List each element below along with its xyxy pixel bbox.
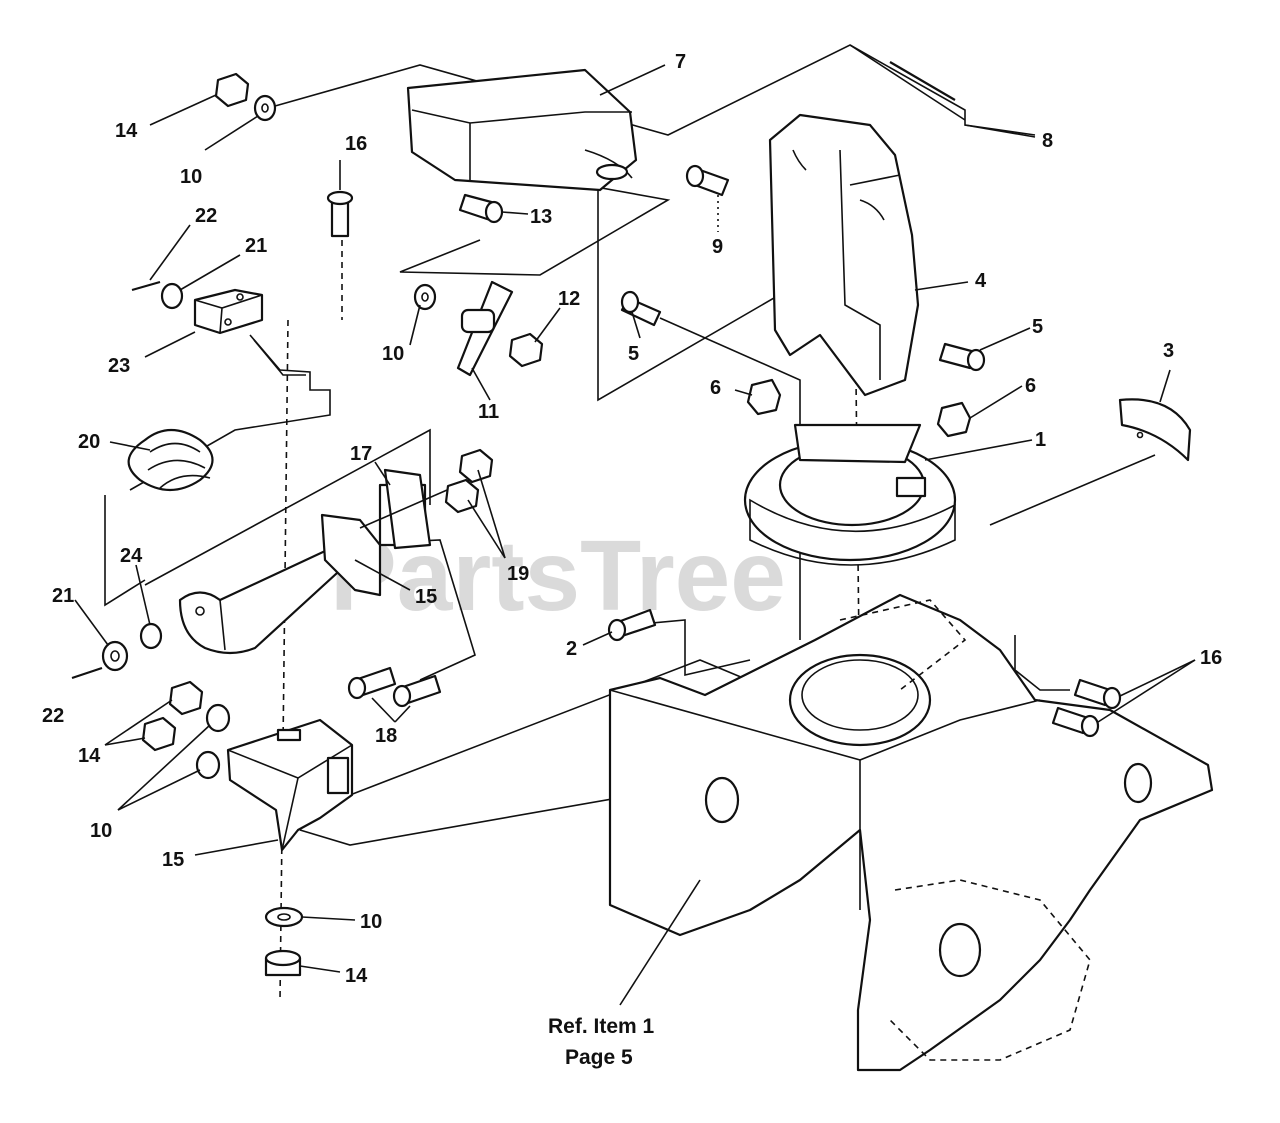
nut-19a: [458, 448, 494, 484]
washer-10-mid: [413, 283, 437, 311]
callout-10: 10: [180, 166, 202, 188]
callout-13: 13: [530, 206, 552, 228]
callout-24: 24: [120, 545, 143, 567]
part-1-chute-ring: [743, 423, 957, 566]
callout-19: 19: [507, 563, 529, 585]
bolt-16-top: [326, 190, 354, 238]
part-4-discharge-chute: [768, 113, 920, 397]
pin-22-top: [131, 280, 161, 292]
part-7-chute-deflector: [406, 68, 638, 192]
callout-9: 9: [712, 236, 723, 258]
callout-10: 10: [360, 911, 382, 933]
callout-6: 6: [1025, 375, 1036, 397]
callout-23: 23: [108, 355, 130, 377]
nut-12: [508, 332, 544, 368]
nut-14-mid-a: [168, 680, 204, 716]
callout-10: 10: [382, 343, 404, 365]
bolt-16b: [1051, 706, 1100, 738]
part-15-upper-bracket: [178, 468, 471, 655]
callout-8: 8: [1042, 130, 1053, 152]
callout-15: 15: [162, 849, 184, 871]
nut-6a: [746, 378, 782, 416]
reference-line-2: Page 5: [565, 1046, 633, 1069]
callout-17: 17: [350, 443, 372, 465]
bolt-5b: [938, 342, 986, 372]
bolt-13: [458, 193, 504, 224]
callout-6: 6: [710, 377, 721, 399]
callout-14: 14: [115, 120, 138, 142]
bolt-18b: [392, 674, 442, 708]
washer-10-bottom: [264, 906, 304, 928]
callout-14: 14: [345, 965, 368, 987]
part-3-shave-plate: [1118, 398, 1192, 462]
callout-5: 5: [628, 343, 639, 365]
callout-22: 22: [42, 705, 64, 727]
callout-21: 21: [52, 585, 74, 607]
callout-labels: 14 10 16 7 8 13 9 22 21 4 12 5 10 5 23 3…: [42, 51, 1222, 987]
callout-7: 7: [675, 51, 686, 73]
callout-1: 1: [1035, 429, 1046, 451]
washer-24: [139, 622, 163, 650]
callout-20: 20: [78, 431, 100, 453]
reference-note: Ref. Item 1 Page 5: [548, 1015, 655, 1069]
bolt-16a: [1073, 678, 1122, 710]
fasteners-bolts: [326, 164, 1122, 738]
callout-21: 21: [245, 235, 267, 257]
washer-10-top: [253, 94, 277, 122]
nut-6b: [936, 401, 972, 438]
bolt-2: [607, 608, 657, 642]
bolt-18a: [347, 666, 397, 700]
reference-line-1: Ref. Item 1: [548, 1015, 655, 1038]
part-11-adjustment-wing: [456, 280, 514, 377]
part-23-pivot-block: [193, 288, 264, 335]
nut-14-mid-b: [141, 716, 177, 752]
callout-22: 22: [195, 205, 217, 227]
fasteners-nuts-washers: [71, 72, 972, 977]
leader-lines: [74, 64, 1196, 1006]
bolt-5a: [620, 290, 662, 327]
part-20-crank-rod: [127, 334, 331, 491]
washer-10-mid-a: [205, 703, 231, 733]
washer-21-top: [160, 282, 184, 310]
callout-2: 2: [566, 638, 577, 660]
callout-18: 18: [375, 725, 397, 747]
washer-10-mid-b: [195, 750, 221, 780]
callout-12: 12: [558, 288, 580, 310]
callout-5: 5: [1032, 316, 1043, 338]
callout-3: 3: [1163, 340, 1174, 362]
washer-21-bottom: [101, 640, 129, 672]
nut-14-bottom: [264, 949, 302, 977]
callout-10: 10: [90, 820, 112, 842]
callout-4: 4: [975, 270, 987, 292]
part-15-lower-bracket: [226, 718, 354, 852]
nut-14-top: [214, 72, 250, 108]
callout-14: 14: [78, 745, 101, 767]
gearbox-housing: [608, 593, 1214, 1072]
part-8-chute-rod: [849, 44, 1036, 136]
bolt-9: [685, 164, 730, 197]
callout-16: 16: [345, 133, 367, 155]
callout-15: 15: [415, 586, 437, 608]
callout-16: 16: [1200, 647, 1222, 669]
pin-22-bottom: [71, 666, 103, 680]
callout-11: 11: [478, 401, 499, 423]
